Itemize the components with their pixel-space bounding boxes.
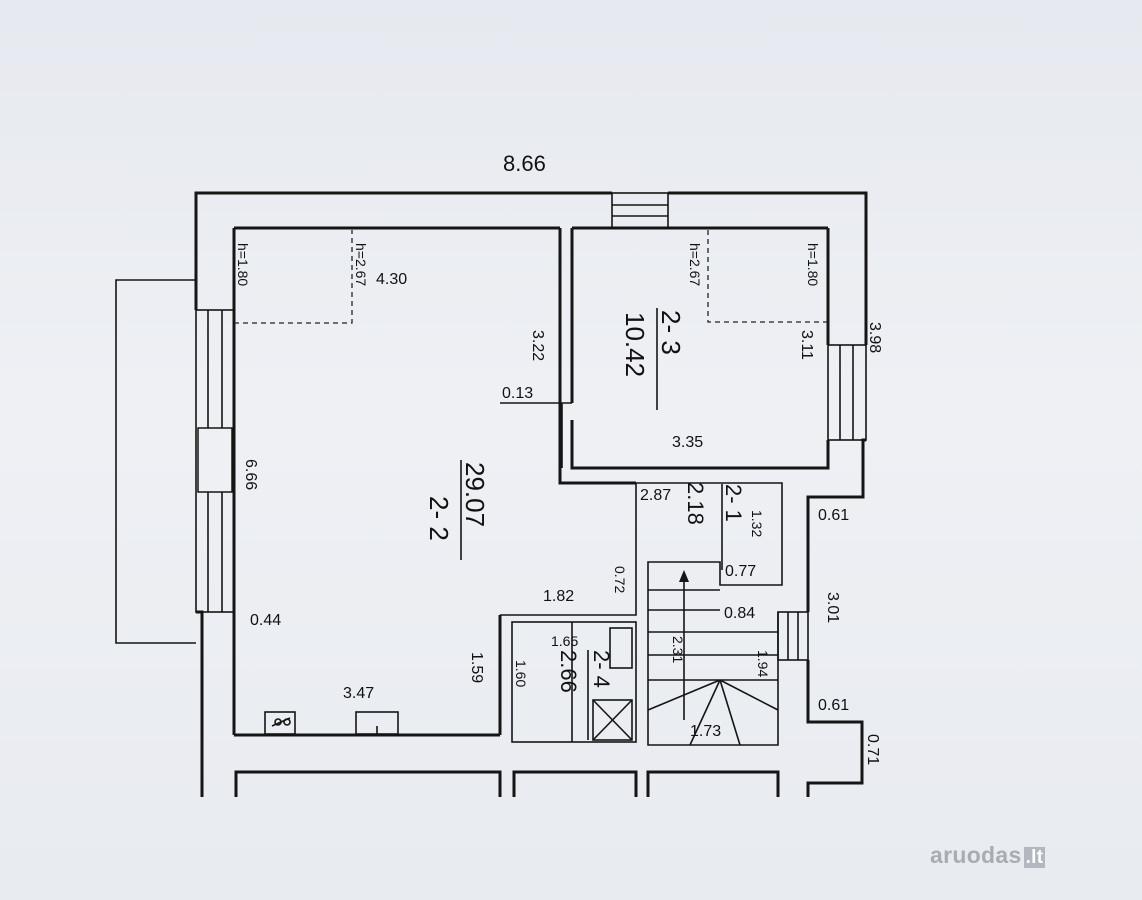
interior-walls xyxy=(234,226,830,746)
room-2-1-id: 2- 1 xyxy=(721,484,746,522)
room-2-3-area: 10.42 xyxy=(620,312,650,377)
staircase xyxy=(647,570,779,746)
overall-width-label: 8.66 xyxy=(503,151,546,176)
dim-0-84: 0.84 xyxy=(724,605,755,622)
dim-1-65: 1.65 xyxy=(551,633,578,649)
dim-1-82: 1.82 xyxy=(543,588,574,605)
height-1-80-right: h=1.80 xyxy=(805,243,821,286)
dim-1-60: 1.60 xyxy=(513,660,529,687)
dim-4-30: 4.30 xyxy=(376,271,407,288)
window-left xyxy=(195,309,235,613)
dim-0-13: 0.13 xyxy=(502,385,533,402)
dim-1-94: 1.94 xyxy=(755,650,771,677)
dim-2-87: 2.87 xyxy=(640,487,671,504)
window-top xyxy=(611,192,669,229)
dim-3-98: 3.98 xyxy=(866,322,883,353)
outer-walls xyxy=(194,191,868,797)
dim-0-44: 0.44 xyxy=(250,612,281,629)
dim-3-22: 3.22 xyxy=(529,330,546,361)
dim-3-35: 3.35 xyxy=(672,434,703,451)
window-small xyxy=(777,611,809,661)
lower-partitions xyxy=(234,770,780,797)
room-2-3-id-visible: 2- 3 xyxy=(656,310,686,355)
window-right xyxy=(827,344,867,441)
height-2-67-right: h=2.67 xyxy=(687,243,703,286)
watermark-brand: aruodas xyxy=(930,842,1022,868)
watermark-logo: aruodas.lt xyxy=(930,842,1046,869)
fixtures xyxy=(264,711,399,735)
dim-0-77: 0.77 xyxy=(725,563,756,580)
room-2-4-id: 2- 4 xyxy=(589,650,614,688)
dim-3-11: 3.11 xyxy=(798,330,815,360)
balcony-rail xyxy=(115,279,196,644)
dim-1-59: 1.59 xyxy=(468,652,485,683)
dim-3-01: 3.01 xyxy=(824,592,841,623)
dim-1-73: 1.73 xyxy=(690,723,721,740)
room-2-2-area-visible: 29.07 xyxy=(460,462,490,527)
dim-1-32: 1.32 xyxy=(749,510,765,537)
watermark-tld: .lt xyxy=(1023,847,1046,868)
dim-0-71: 0.71 xyxy=(864,734,881,765)
dim-2-31: 2.31 xyxy=(670,636,686,663)
room-2-2-id: 2- 2 xyxy=(424,496,454,541)
room-2-4-area: 2.66 xyxy=(556,650,581,693)
dim-0-61-bottom: 0.61 xyxy=(818,697,849,714)
dim-3-47: 3.47 xyxy=(343,685,374,702)
height-1-80-left: h=1.80 xyxy=(235,243,251,286)
dim-0-72: 0.72 xyxy=(612,566,628,593)
room-2-1-area: 2.18 xyxy=(683,482,708,525)
low-ceiling-zones xyxy=(234,230,828,324)
height-2-67-left: h=2.67 xyxy=(353,243,369,286)
dim-6-66: 6.66 xyxy=(242,459,259,490)
dim-0-61-top: 0.61 xyxy=(818,507,849,524)
